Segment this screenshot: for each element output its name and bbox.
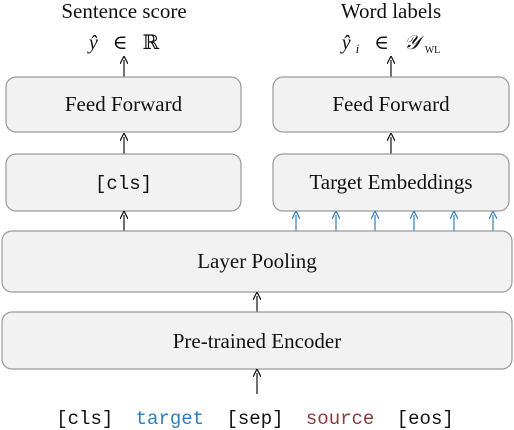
target-embeddings-label: Target Embeddings <box>309 170 472 194</box>
input-sequence: [cls] target [sep] source [eos] <box>56 408 454 430</box>
label-set-subscript: WL <box>425 45 441 56</box>
cls-label: [cls] <box>95 173 152 195</box>
target-embeddings-box: Target Embeddings <box>272 153 510 212</box>
label-set-symbol: 𝒴 <box>404 32 425 54</box>
word-labels-output: ŷ i ∈ 𝒴 WL <box>340 32 441 58</box>
layer-pooling-label: Layer Pooling <box>197 249 317 273</box>
input-token-eos: [eos] <box>397 408 454 430</box>
encoder-label: Pre-trained Encoder <box>173 329 342 353</box>
feed-forward-left-label: Feed Forward <box>65 92 183 116</box>
feed-forward-right-box: Feed Forward <box>272 76 510 133</box>
input-token-cls: [cls] <box>56 408 113 430</box>
feed-forward-left-box: Feed Forward <box>5 76 242 133</box>
sentence-score-title: Sentence score <box>61 0 186 23</box>
sentence-score-output: ŷ ∈ ℝ <box>87 32 160 54</box>
element-of-symbol: ∈ <box>374 32 389 54</box>
cls-box: [cls] <box>5 153 242 212</box>
element-of-symbol: ∈ <box>113 32 128 54</box>
target-token-arrows <box>296 215 493 231</box>
encoder-box: Pre-trained Encoder <box>1 311 513 370</box>
input-token-target: target <box>136 408 204 430</box>
index-i-subscript: i <box>356 41 360 56</box>
input-token-source: source <box>306 408 374 430</box>
layer-pooling-box: Layer Pooling <box>1 230 513 293</box>
real-set-symbol: ℝ <box>143 32 160 54</box>
feed-forward-right-label: Feed Forward <box>332 92 450 116</box>
y-hat-symbol: ŷ <box>87 32 98 54</box>
word-labels-title: Word labels <box>341 0 441 23</box>
y-hat-i-symbol: ŷ <box>340 32 351 54</box>
input-token-sep: [sep] <box>226 408 283 430</box>
